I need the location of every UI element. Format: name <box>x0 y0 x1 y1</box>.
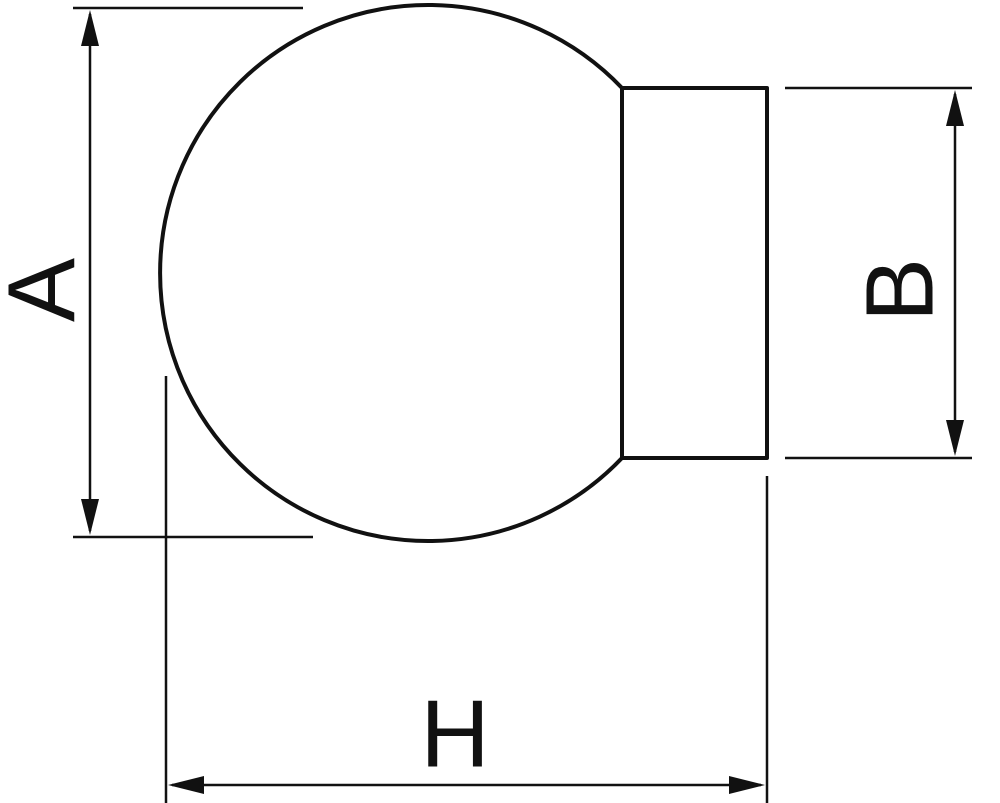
arrowhead-h-left <box>168 776 204 794</box>
arrowhead-b-bottom <box>946 420 964 456</box>
arrowhead-b-top <box>946 90 964 126</box>
knob-outline <box>158 3 769 543</box>
ball-outline <box>158 3 624 543</box>
arrowhead-a-top <box>81 10 99 46</box>
dimension-label-a: A <box>0 258 96 322</box>
arrowhead-a-bottom <box>81 499 99 535</box>
dimension-label-b: B <box>847 258 954 322</box>
arrowhead-h-right <box>729 776 765 794</box>
dimension-a: A <box>0 6 313 539</box>
dimension-b: B <box>785 86 972 460</box>
neck-outline <box>620 86 769 460</box>
dimension-h: H <box>164 376 769 803</box>
dimension-label-h: H <box>420 681 489 788</box>
